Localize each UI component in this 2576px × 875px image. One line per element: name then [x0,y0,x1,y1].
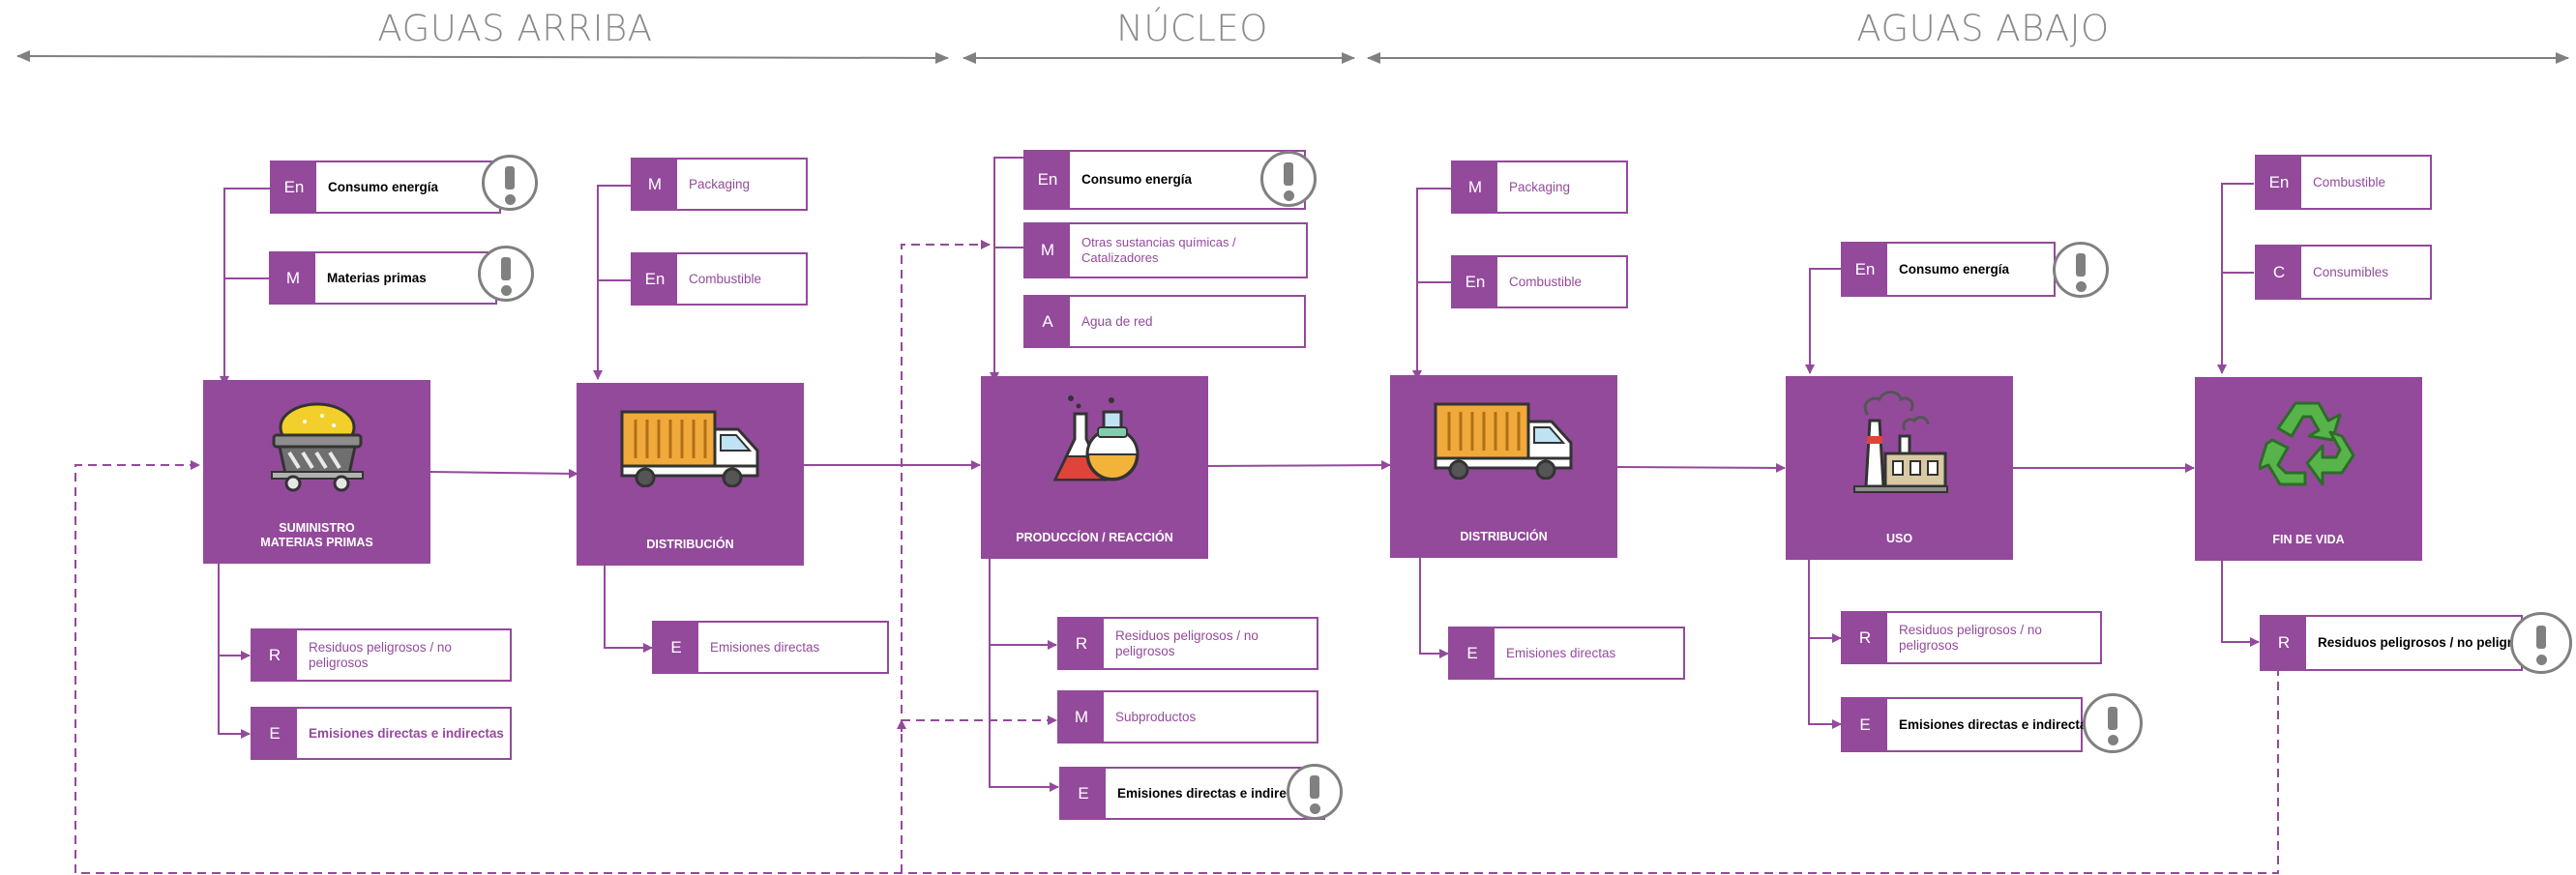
chip-text: Combustible [1509,274,1583,289]
stage-label: SUMINISTRO MATERIAS PRIMAS [260,521,373,549]
chip-energy-consumption: En Consumo energía [270,160,501,214]
chip-text: Residuos peligrosos / no peligrosos [1115,627,1258,658]
chip-code: En [1453,257,1497,306]
chip-code: R [1059,619,1104,668]
stage-label: FIN DE VIDA [2272,533,2345,546]
chip-fuel: En Combustible [2255,155,2432,210]
chip-waste: R Residuos peligrosos / no peligrosos [1057,617,1318,670]
chip-code: E [654,623,698,672]
mine-cart-icon [203,388,430,502]
chip-code: E [1843,699,1887,750]
chip-text: Packaging [1509,179,1571,194]
chip-text: Packaging [689,176,751,191]
chip-text: Consumo energía [1081,172,1193,187]
chip-code: R [1843,613,1887,662]
chip-code: E [1061,769,1106,818]
chip-code: E [1450,628,1495,678]
chip-text: Residuos peligrosos / no peligrosos [1899,622,2042,653]
chip-text: Materias primas [327,270,427,285]
section-arrows [16,50,2569,64]
chip-code: A [1025,297,1070,346]
chip-text: Agua de red [1081,313,1153,329]
stage-label: USO [1885,532,1913,545]
exclamation-icon [2510,612,2572,674]
section-title-core: NÚCLEO [1116,8,1268,49]
stage-label: PRODUCCÍON / REACCIÓN [1016,531,1173,544]
stage-label: DISTRIBUCIÓN [646,538,734,551]
chip-energy-consumption: En Consumo energía [1023,150,1306,210]
chip-text: Consumibles [2313,264,2389,279]
chip-emissions: E Emisiones directas e indirectas [1841,697,2094,752]
recycle-loops [74,240,2279,874]
chip-water: A Agua de red [1023,295,1306,348]
chip-emissions: E Emisiones directas e indirectas [1059,767,1325,820]
chip-direct-emissions: E Emisiones directas [1448,627,1685,680]
chip-fuel: En Combustible [1451,255,1628,308]
chip-waste: R Residuos peligrosos / no peligrosos [251,628,512,682]
recycle-icon [2195,385,2422,499]
chip-text: Emisiones directas [710,639,820,655]
chip-byproducts: M Subproductos [1057,690,1318,744]
chip-raw-materials: M Materias primas [269,251,497,305]
chip-emissions: E Emisiones directas e indirectas [251,707,512,760]
chip-text: Emisiones directas [1506,645,1616,660]
stage-distribution-downstream: DISTRIBUCIÓN [1390,375,1617,558]
chip-code: R [252,630,297,680]
truck-icon [577,391,804,505]
flask-icon [981,384,1208,498]
chip-code: En [1025,152,1070,208]
chip-text: Consumo energía [328,179,439,194]
chip-code: En [272,162,316,212]
chip-direct-emissions: E Emisiones directas [652,621,889,674]
chip-text: Emisiones directas e indirectas [1899,716,2094,732]
chip-text: Otras sustancias químicas / Catalizadore… [1081,235,1236,265]
chip-packaging: M Packaging [631,158,808,211]
chip-code: M [1025,224,1070,277]
stage-distribution-upstream: DISTRIBUCIÓN [577,383,804,566]
chip-code: M [1059,692,1104,742]
stage-use: USO [1786,376,2013,560]
chip-code: E [252,709,297,758]
chip-text: Residuos peligrosos / no peligrosos [2318,635,2515,650]
chip-code: M [271,253,315,303]
stage-production: PRODUCCÍON / REACCIÓN [981,376,1208,559]
exclamation-icon [482,155,538,211]
chip-text: Subproductos [1115,709,1197,724]
chip-waste: R Residuos peligrosos / no peligrosos [2260,615,2523,671]
exclamation-icon [1260,151,1317,207]
chip-text: Residuos peligrosos / no peligrosos [309,639,452,670]
exclamation-icon [2053,242,2109,298]
exclamation-icon [478,246,534,302]
chip-waste: R Residuos peligrosos / no peligrosos [1841,611,2102,664]
chip-code: En [633,254,677,304]
stage-supply: SUMINISTRO MATERIAS PRIMAS [203,380,430,564]
chip-code: R [2262,617,2306,669]
chip-packaging: M Packaging [1451,160,1628,214]
section-title-downstream: AGUAS ABAJO [1856,8,2110,49]
exclamation-icon [1287,764,1343,820]
chip-text: Emisiones directas e indirectas [1117,785,1313,801]
chip-code: C [2257,247,2301,298]
chip-code: M [1453,162,1497,212]
stage-end-of-life: FIN DE VIDA [2195,377,2422,561]
section-title-upstream: AGUAS ARRIBA [377,8,653,49]
exclamation-icon [2083,693,2143,753]
truck-icon [1390,383,1617,497]
chip-code: En [1843,244,1887,295]
chip-text: Combustible [2313,174,2386,190]
stage-label: DISTRIBUCIÓN [1460,530,1548,543]
factory-icon [1786,384,2013,498]
chip-fuel: En Combustible [631,252,808,306]
chip-text: Emisiones directas e indirectas [309,725,504,741]
chip-consumables: C Consumibles [2255,245,2432,300]
chip-text: Consumo energía [1899,261,2010,277]
chip-energy-consumption: En Consumo energía [1841,242,2056,297]
chip-chemicals: M Otras sustancias químicas / Catalizado… [1023,222,1308,278]
chip-code: M [633,160,677,209]
chip-code: En [2257,157,2301,208]
chip-text: Combustible [689,271,762,286]
